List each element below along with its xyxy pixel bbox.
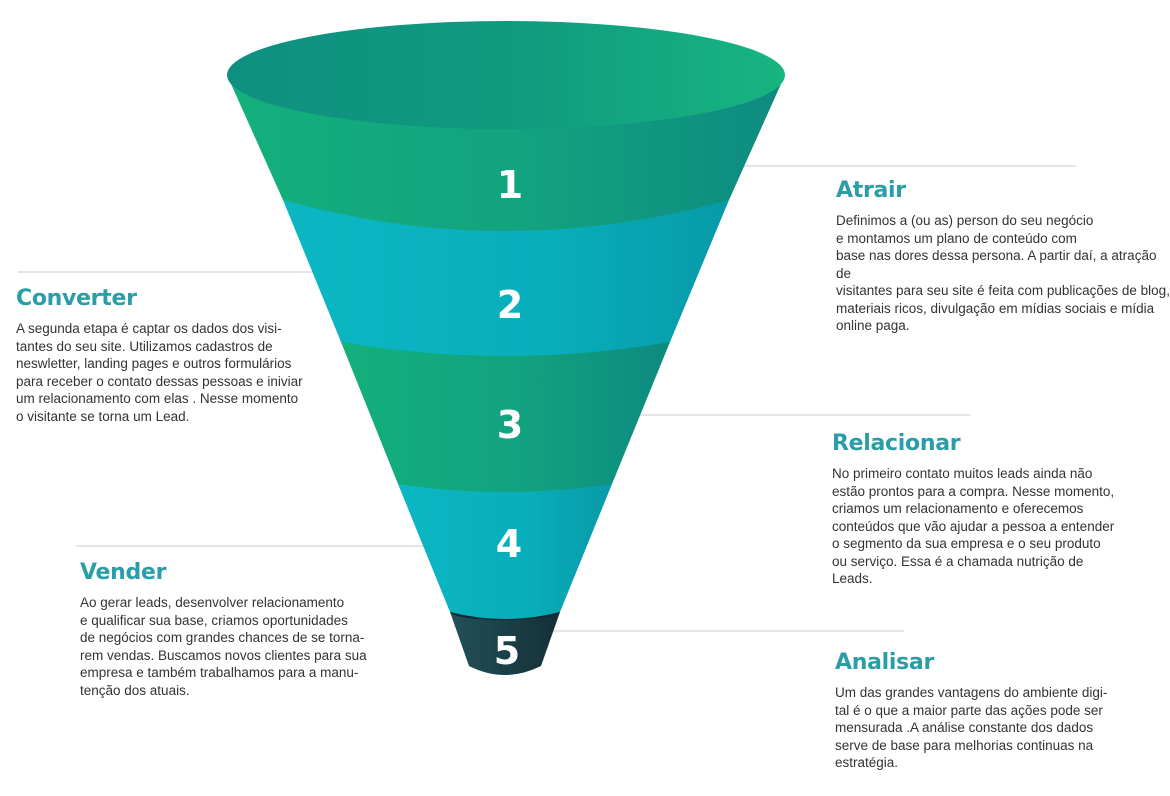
step-title-atrair: Atrair <box>836 178 906 203</box>
step-analisar: Analisar Um das grandes vantagens do amb… <box>835 650 1155 772</box>
funnel-stage-4: 4 <box>398 484 612 619</box>
step-title-converter: Converter <box>16 286 137 311</box>
stage-number-5: 5 <box>494 629 520 673</box>
step-text-converter: A segunda etapa é captar os dados dos vi… <box>16 321 303 424</box>
step-vender: Vender Ao gerar leads, desenvolver relac… <box>80 560 400 699</box>
step-atrair: Atrair Definimos a (ou as) person do seu… <box>836 178 1170 335</box>
step-title-vender: Vender <box>80 560 167 585</box>
funnel-stage-2: 2 <box>283 200 729 356</box>
stage-number-3: 3 <box>497 403 523 447</box>
step-relacionar: Relacionar No primeiro contato muitos le… <box>832 431 1152 588</box>
stage-number-1: 1 <box>497 163 523 207</box>
funnel-stage-1: 1 <box>227 21 785 231</box>
step-text-relacionar: No primeiro contato muitos leads ainda n… <box>832 466 1115 586</box>
step-converter: Converter A segunda etapa é captar os da… <box>16 286 316 425</box>
stage-number-2: 2 <box>497 283 523 327</box>
step-title-relacionar: Relacionar <box>832 431 961 456</box>
step-text-analisar: Um das grandes vantagens do ambiente dig… <box>835 685 1108 770</box>
step-title-analisar: Analisar <box>835 650 935 675</box>
funnel-stage-3: 3 <box>341 342 670 492</box>
stage-number-4: 4 <box>496 522 522 566</box>
step-text-atrair: Definimos a (ou as) person do seu negóci… <box>836 213 1170 333</box>
funnel-stage-5: 5 <box>450 604 560 675</box>
step-text-vender: Ao gerar leads, desenvolver relacionamen… <box>80 595 367 698</box>
